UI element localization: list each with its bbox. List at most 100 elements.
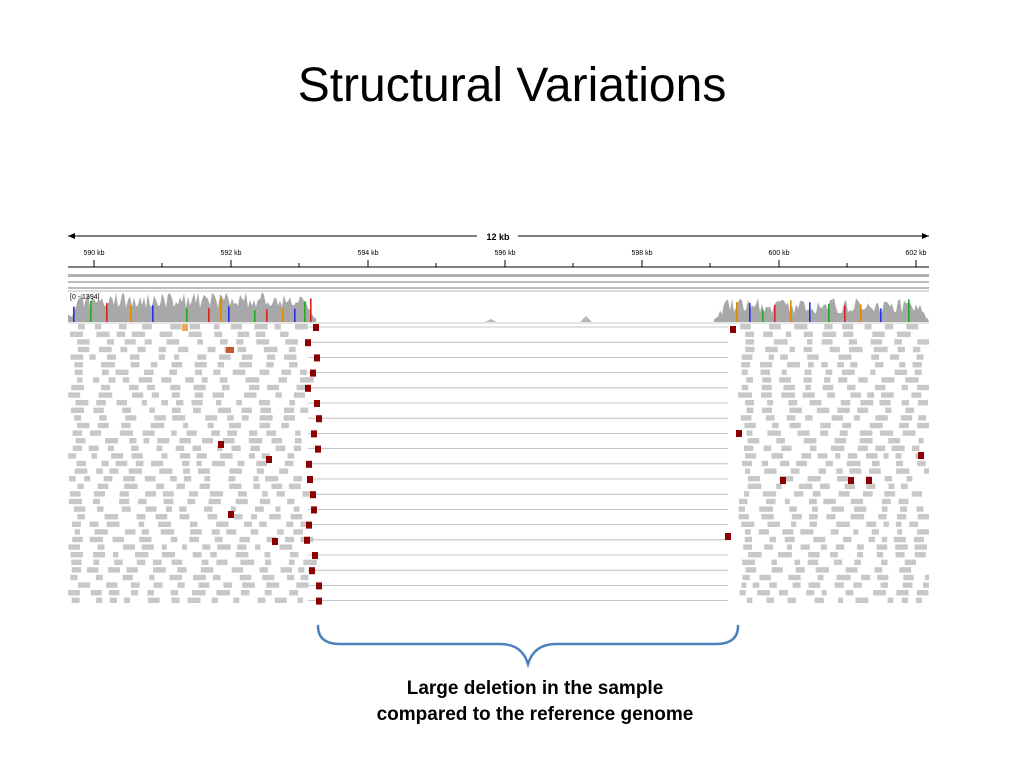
read [854,506,867,512]
read [97,483,109,489]
read [93,491,105,497]
coverage-mismatch-bars [73,298,910,322]
read [803,377,812,383]
read [119,430,133,436]
read [744,422,756,429]
read [196,453,207,459]
read [99,346,112,353]
read [871,354,880,360]
read [147,597,160,603]
read [204,506,213,512]
read [70,552,83,558]
read [896,460,903,467]
read [784,498,790,505]
read [900,506,908,512]
coverage-mismatch-bar [130,304,132,322]
read [70,407,84,413]
read [303,559,317,565]
read [789,407,802,413]
read [808,498,817,505]
read [125,415,137,421]
read [97,422,109,429]
read [250,514,257,520]
read [170,384,181,391]
read [759,574,771,581]
read [277,529,284,535]
coverage-mismatch-bar [282,307,284,322]
read [830,445,845,451]
read [295,324,308,330]
read [879,400,891,406]
read [745,331,755,337]
read [74,362,83,368]
read [197,354,207,360]
read [265,559,272,565]
read [875,445,886,451]
read [901,384,908,391]
read [239,574,252,581]
discordant-read [316,597,322,605]
read [170,590,179,596]
read [776,438,785,444]
read [293,529,303,535]
read [912,362,922,368]
read [144,339,152,345]
read [188,331,202,337]
read [911,445,920,451]
read [187,597,201,603]
read [813,536,826,543]
read [748,552,762,558]
read [192,552,202,558]
read [189,324,201,330]
mismatch-read [226,347,234,353]
read [916,506,924,512]
read [256,468,264,474]
read [136,559,146,565]
deletion-caption: Large deletion in the sample compared to… [300,676,770,728]
read [121,506,131,512]
read [821,590,827,596]
read [791,514,802,520]
read [207,346,216,353]
read [881,377,895,383]
read [738,506,745,512]
read [284,407,294,413]
read [159,331,173,337]
read [746,377,754,383]
read [894,369,908,375]
read [880,582,888,588]
read [69,491,81,497]
read [149,407,155,413]
read [68,498,83,505]
read [917,339,929,345]
read [93,559,100,565]
ruler-tick-label: 590 kb [83,250,104,257]
read [237,544,247,550]
read [814,597,824,603]
read [769,582,777,588]
read [300,574,309,581]
read [179,453,191,459]
read [838,377,848,383]
read [260,407,272,413]
coverage-mismatch-bar [294,308,296,322]
read [220,339,228,345]
read [201,559,209,565]
read [194,362,207,368]
coverage-mismatch-bar [809,302,811,322]
read [794,491,804,497]
read [857,407,869,413]
read [229,422,242,429]
read [238,491,247,497]
read [803,438,817,444]
read [290,552,299,558]
read [77,346,90,353]
read [158,346,166,353]
read [884,476,893,482]
read [235,552,249,558]
read [896,514,907,520]
read [172,415,186,421]
read [106,521,120,527]
read [275,392,282,398]
read [288,346,296,353]
